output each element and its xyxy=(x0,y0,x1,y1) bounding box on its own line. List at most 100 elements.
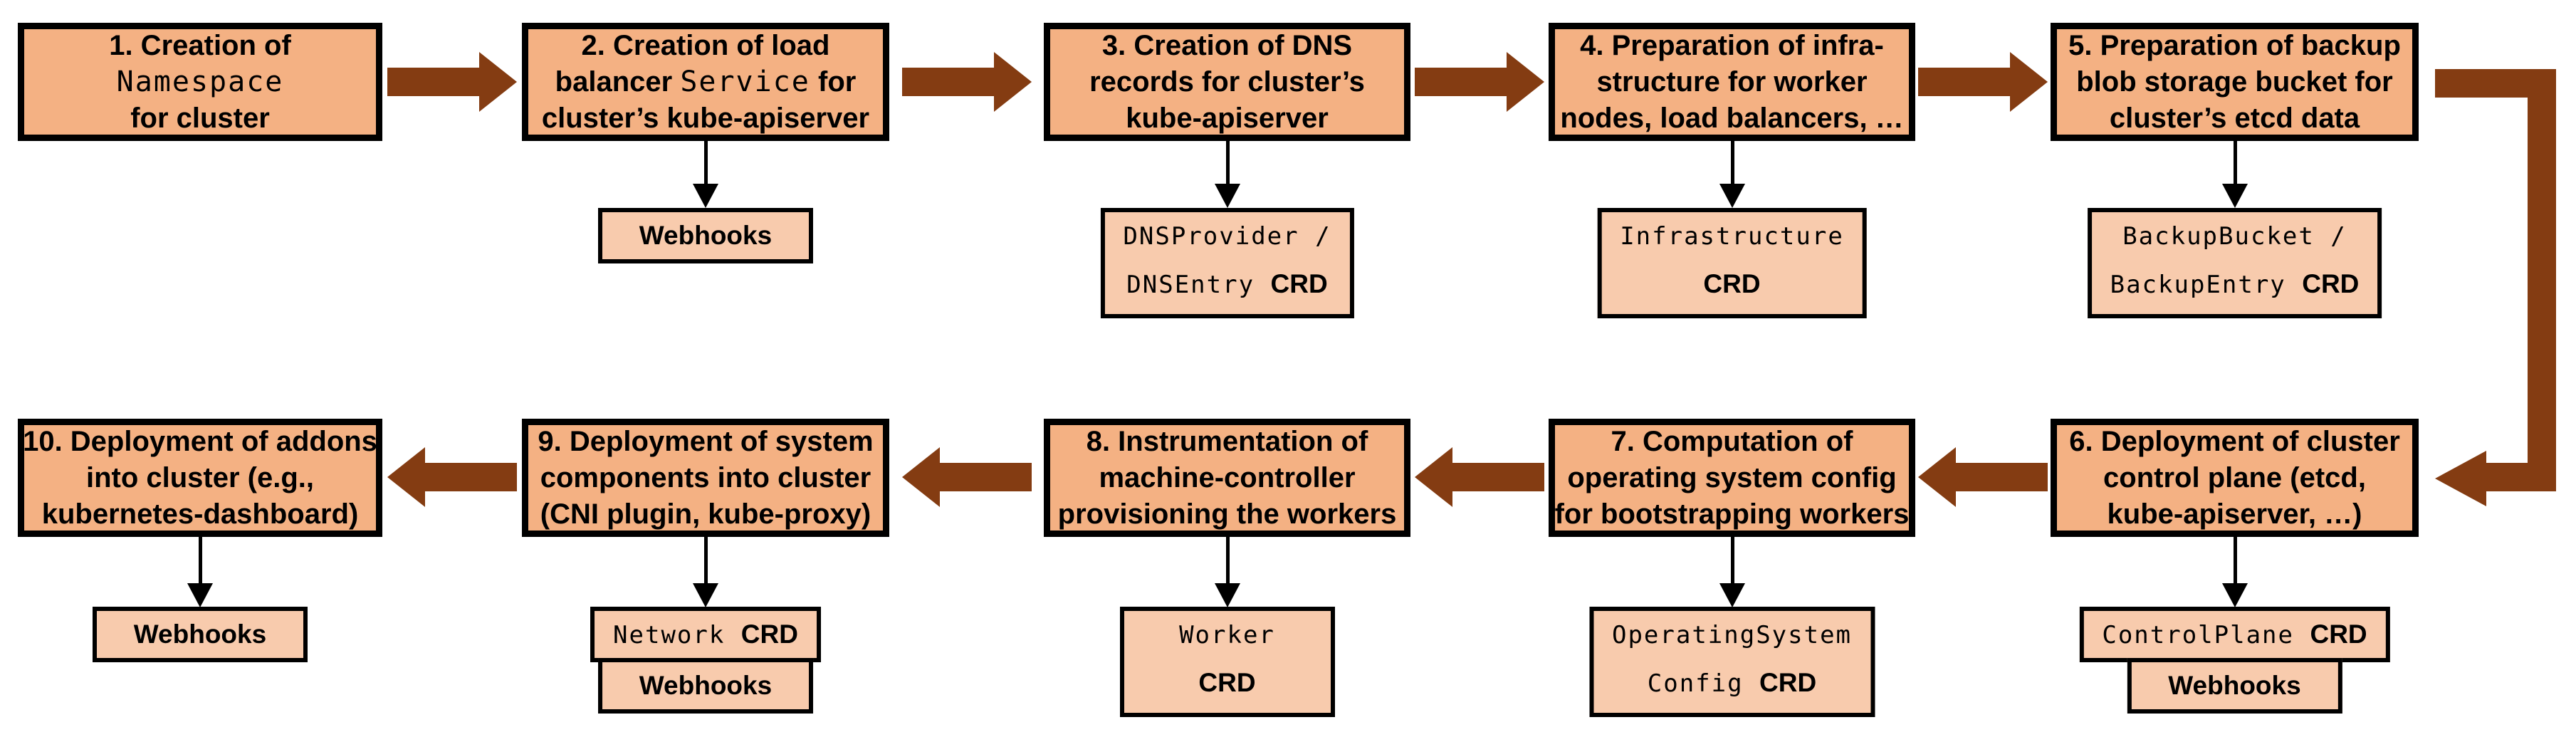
step-text-line: 8. Instrumentation of xyxy=(1087,424,1368,460)
code-text: DNSProvider / xyxy=(1123,222,1331,251)
code-text: Network xyxy=(613,621,741,649)
step-text-line: 6. Deployment of cluster xyxy=(2069,424,2400,460)
label-text: Webhooks xyxy=(639,221,773,250)
down-connector-icon xyxy=(1214,537,1240,607)
label-text: 9. Deployment of system xyxy=(538,425,874,457)
label-text: blob storage bucket for xyxy=(2076,66,2393,98)
code-text: BackupEntry xyxy=(2110,271,2303,299)
down-connector-icon xyxy=(693,141,718,208)
step-text-line: 5. Preparation of backup xyxy=(2068,28,2401,64)
step-text-line: cluster’s kube-apiserver xyxy=(542,100,869,137)
step-text-line: blob storage bucket for xyxy=(2076,64,2393,100)
step-text-line: (CNI plugin, kube-proxy) xyxy=(540,496,871,533)
code-text: Service xyxy=(680,65,810,98)
sub-box: Webhooks xyxy=(2127,658,2342,714)
step-text-line: 4. Preparation of infra- xyxy=(1580,28,1884,64)
label-text: provisioning the workers xyxy=(1057,498,1397,530)
label-text: kube-apiserver, …) xyxy=(2107,498,2362,530)
down-connector-icon xyxy=(1719,141,1745,208)
step-text-line: for cluster xyxy=(130,100,270,137)
step-text-line: machine-controller xyxy=(1099,460,1355,496)
label-text: 2. Creation of load xyxy=(581,29,830,61)
label-text: CRD xyxy=(2310,620,2367,649)
label-text: Webhooks xyxy=(639,671,773,700)
sub-text-line: Webhooks xyxy=(134,620,266,649)
label-text: kubernetes-dashboard) xyxy=(41,498,359,530)
label-text: CRD xyxy=(2302,269,2360,298)
code-text: Config xyxy=(1647,669,1760,698)
down-connector-icon xyxy=(1719,537,1745,607)
code-text: DNSEntry xyxy=(1126,271,1271,299)
step-text-line: 10. Deployment of addons xyxy=(23,424,377,460)
step-box-9: 9. Deployment of system components into c… xyxy=(522,419,889,537)
down-connector-icon xyxy=(2221,537,2248,607)
label-text: for bootstrapping workers xyxy=(1554,498,1910,530)
code-text: Infrastructure xyxy=(1620,222,1844,251)
down-connector-icon xyxy=(693,537,718,607)
code-text: ControlPlane xyxy=(2102,621,2310,649)
label-text: into cluster (e.g., xyxy=(85,461,315,493)
step-text-line: 9. Deployment of system xyxy=(538,424,873,460)
label-text: 3. Creation of DNS xyxy=(1101,29,1353,61)
step-text-line: 7. Computation of xyxy=(1611,424,1853,460)
step-box-5: 5. Preparation of backup blob storage buc… xyxy=(2051,23,2419,141)
label-text: records for cluster’s xyxy=(1089,66,1365,98)
sub-box: ControlPlane CRD xyxy=(2079,607,2390,662)
step-text-line: control plane (etcd, xyxy=(2103,460,2366,496)
arrow-left-icon xyxy=(901,447,1032,507)
code-text: Namespace xyxy=(116,65,284,98)
label-text: balancer xyxy=(555,66,681,98)
label-text: CRD xyxy=(740,620,798,649)
step-text-line: nodes, load balancers, … xyxy=(1560,100,1903,137)
step-text-line: kube-apiserver xyxy=(1126,100,1329,137)
label-text: components into cluster xyxy=(540,461,871,493)
sub-text-line: Network CRD xyxy=(613,620,798,649)
label-text: 5. Preparation of backup xyxy=(2068,29,2401,61)
label-text: CRD xyxy=(1703,269,1761,298)
arrow-right-icon xyxy=(901,52,1032,112)
code-text: OperatingSystem xyxy=(1611,621,1853,649)
sub-box: BackupBucket / BackupEntry CRD xyxy=(2087,208,2382,318)
label-text: 4. Preparation of infra- xyxy=(1580,29,1884,61)
label-text: 10. Deployment of addons xyxy=(23,425,377,457)
step-text-line: for bootstrapping workers xyxy=(1555,496,1910,533)
label-text: (CNI plugin, kube-proxy) xyxy=(540,498,871,530)
arrow-left-icon xyxy=(387,447,517,507)
label-text: cluster’s etcd data xyxy=(2109,102,2360,134)
step-box-10: 10. Deployment of addons into cluster (e.… xyxy=(18,419,382,537)
sub-text-line: OperatingSystem xyxy=(1612,614,1852,662)
arrow-left-icon xyxy=(1918,447,2048,507)
step-text-line: 2. Creation of load xyxy=(582,28,830,64)
sub-text-line: CRD xyxy=(1198,662,1255,710)
step-text-line: Namespace xyxy=(117,64,284,100)
sub-box-stack-step-10: Webhooks xyxy=(93,607,308,662)
sub-box: Network CRD xyxy=(590,607,821,662)
sub-text-line: DNSEntry CRD xyxy=(1126,263,1327,311)
arrow-right-icon xyxy=(1918,52,2048,112)
label-text: 8. Instrumentation of xyxy=(1086,425,1368,457)
step-text-line: cluster’s etcd data xyxy=(2110,100,2360,137)
sub-box: DNSProvider / DNSEntry CRD xyxy=(1100,208,1354,318)
label-text: CRD xyxy=(1198,668,1256,697)
code-text: BackupBucket / xyxy=(2122,222,2347,251)
step-text-line: balancer Service for xyxy=(555,64,857,100)
step-text-line: operating system config xyxy=(1567,460,1896,496)
step-text-line: 3. Creation of DNS xyxy=(1102,28,1352,64)
down-connector-icon xyxy=(1214,141,1240,208)
label-text: CRD xyxy=(1759,668,1817,697)
arrow-right-icon xyxy=(1415,52,1544,112)
label-text: Webhooks xyxy=(133,620,267,649)
